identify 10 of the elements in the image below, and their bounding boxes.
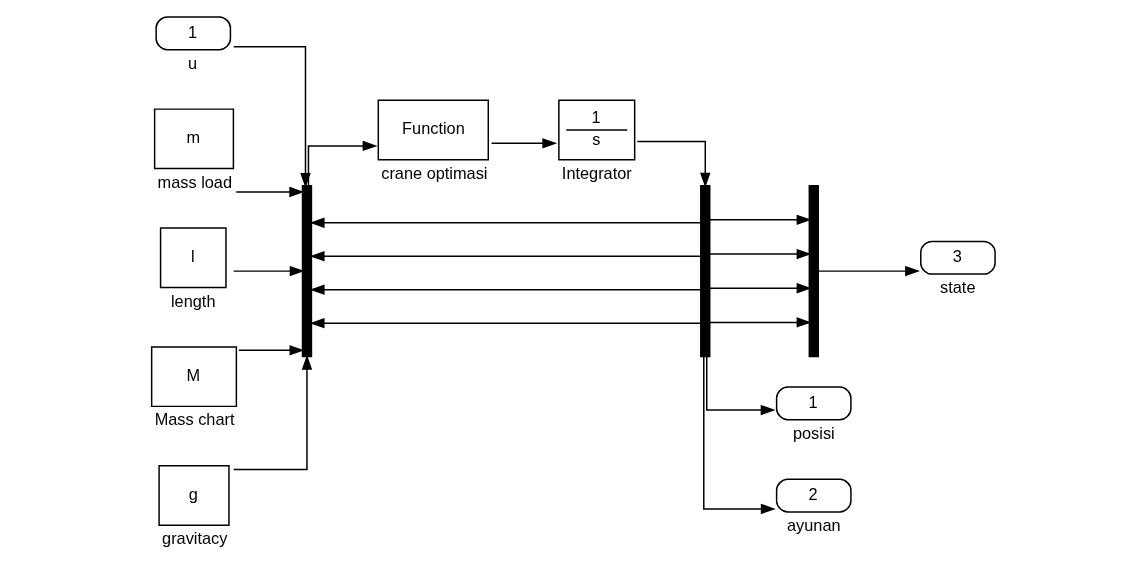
node-label: state [939, 278, 975, 297]
node-label: Mass chart [154, 410, 234, 429]
node-label: ayunan [786, 515, 841, 534]
node-label: crane optimasi [380, 163, 487, 182]
node-label: Integrator [561, 163, 632, 182]
node-label: posisi [792, 423, 835, 442]
node-label: gravitacy [161, 529, 227, 548]
node-label: u [187, 53, 197, 72]
node-label: mass load [157, 172, 232, 191]
node-label: length [170, 291, 215, 310]
